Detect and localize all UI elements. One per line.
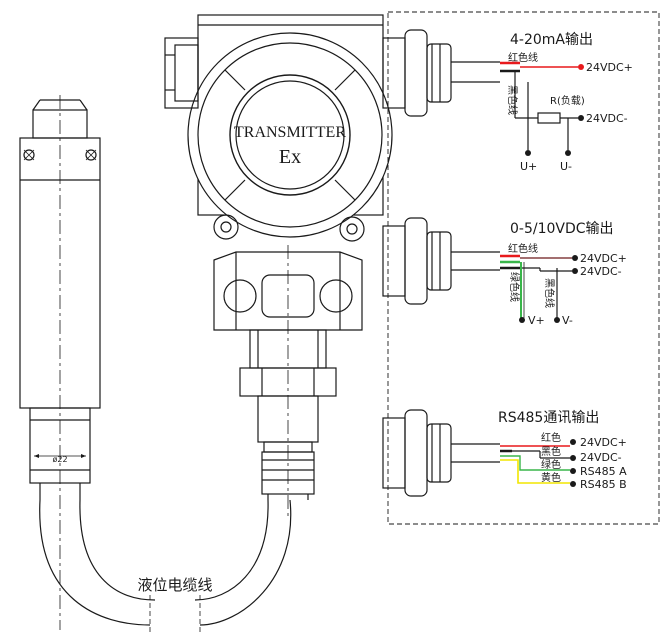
terminal-24vdc-neg: 24VDC- [586,112,628,125]
meter-pos: U+ [520,160,537,173]
section-current-title: 4-20mA输出 [510,32,593,48]
resistor-label: R(负载) [550,94,585,107]
rs485-black-label: 黑色 [541,445,561,458]
level-probe [19,95,101,630]
rs485-b: RS485 B [580,478,627,491]
section-voltage-title: 0-5/10VDC输出 [510,221,614,237]
output-vpos: V+ [528,314,545,327]
voltage-output-wiring [500,254,572,318]
rs485-wiring [500,445,570,484]
terminal-24vdc-pos: 24VDC+ [586,61,633,74]
current-loop-wiring [500,61,578,150]
terminal-24vdc-pos-2: 24VDC+ [580,252,627,265]
probe-diameter: ø22 [52,455,67,464]
rs485-green-label: 绿色 [541,458,561,471]
gland-3 [382,409,500,497]
transmitter-label: TRANSMITTER [234,124,346,141]
cable-label: 液位电缆线 [137,576,212,594]
black-wire-label: 黑色线 [506,85,519,115]
ex-label: Ex [279,146,301,168]
rs485-red-label: 红色 [541,431,561,444]
rs485-24vdc-neg: 24VDC- [580,451,622,464]
meter-neg: U- [560,160,572,173]
gland-2 [382,217,500,305]
section-rs485-title: RS485通讯输出 [498,410,599,426]
output-vneg: V- [562,314,573,327]
red-wire-label-2: 红色线 [508,242,538,255]
terminal-24vdc-neg-2: 24VDC- [580,265,622,278]
green-wire-label: 绿色线 [508,272,521,302]
transmitter-housing [164,14,393,520]
rs485-24vdc-pos: 24VDC+ [580,436,627,449]
rs485-a: RS485 A [580,465,627,478]
terminal-dots [519,64,584,487]
red-wire-label: 红色线 [508,51,538,64]
cable [39,499,292,635]
gland-1 [382,29,500,117]
rs485-yellow-label: 黄色 [541,471,561,484]
black-wire-label-2: 黑色线 [543,278,556,308]
